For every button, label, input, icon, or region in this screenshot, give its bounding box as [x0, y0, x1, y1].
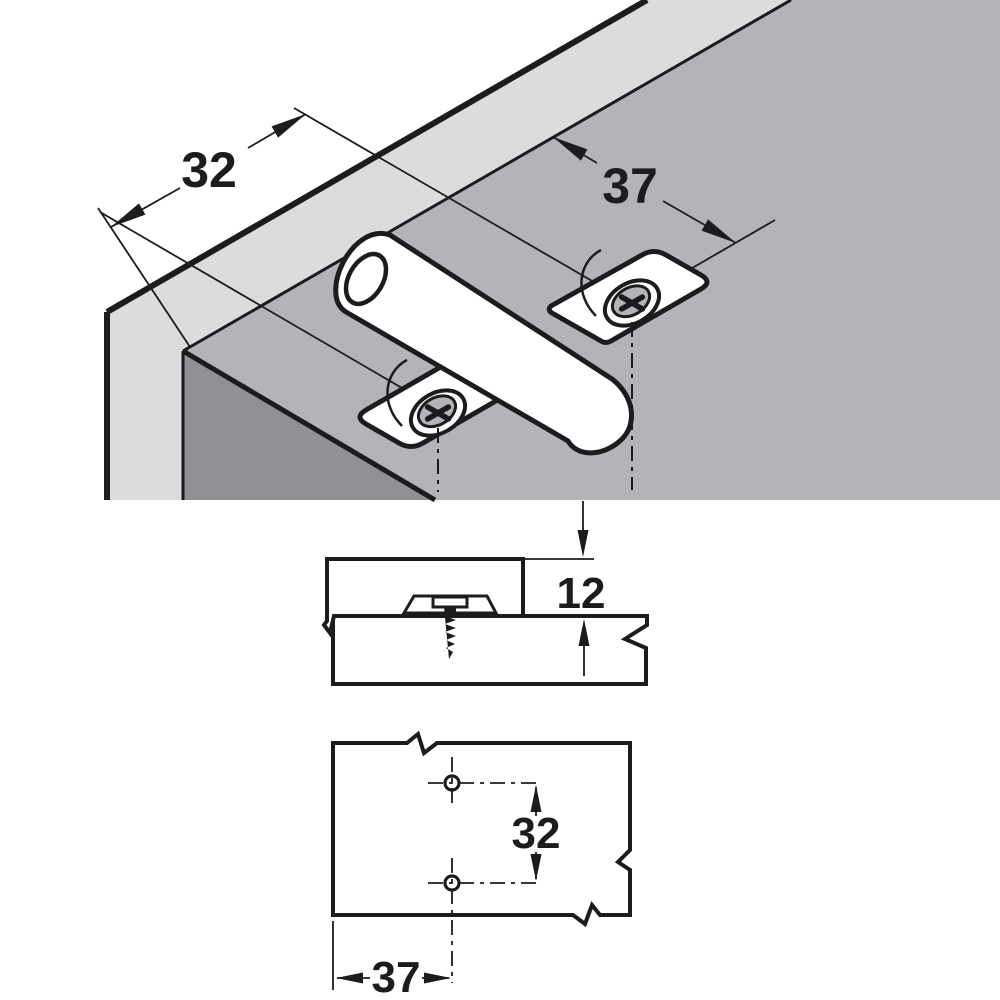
dim-label-drill-32: 32: [512, 809, 561, 858]
projection-lines: [97, 107, 776, 403]
lower-screw-recess: [386, 358, 408, 427]
hole-centerlines: [428, 757, 537, 983]
wood-screw: [444, 607, 456, 659]
dimension-32-drill: 32: [512, 785, 561, 881]
panel-outline: [331, 730, 632, 928]
section-view: 12: [321, 501, 649, 686]
phillips-cross-icon: [424, 404, 452, 422]
dim-label-iso-37: 37: [602, 158, 658, 214]
dimension-arrow-icon: [577, 530, 589, 557]
plate-center-housing: [333, 230, 634, 456]
drilling-pattern-view: 32 37: [331, 730, 632, 1000]
phillips-cross-icon: [618, 294, 646, 312]
dim-label-iso-32: 32: [181, 142, 237, 198]
upper-screw-recess: [580, 248, 602, 317]
dimension-arrow-icon: [336, 972, 363, 984]
dimension-12: 12: [523, 501, 605, 676]
upper-screw: [602, 278, 662, 328]
lower-screw: [408, 388, 468, 438]
isometric-view: 32 37: [97, 0, 1000, 503]
panel-section: [331, 614, 649, 686]
panel-top-face: [183, 0, 1000, 500]
dimension-arrow-icon: [424, 972, 451, 984]
mounting-plate: [333, 230, 710, 492]
dimension-32-iso: 32: [107, 108, 310, 233]
panel-front-edge: [107, 0, 791, 500]
dim-label-12: 12: [557, 569, 606, 618]
dimension-37-iso: 37: [549, 131, 740, 249]
boss-bore: [343, 251, 389, 307]
screw-head-section: [431, 595, 469, 609]
dimension-37-drill: 37: [332, 921, 451, 1000]
dim-label-drill-37: 37: [372, 953, 421, 1000]
